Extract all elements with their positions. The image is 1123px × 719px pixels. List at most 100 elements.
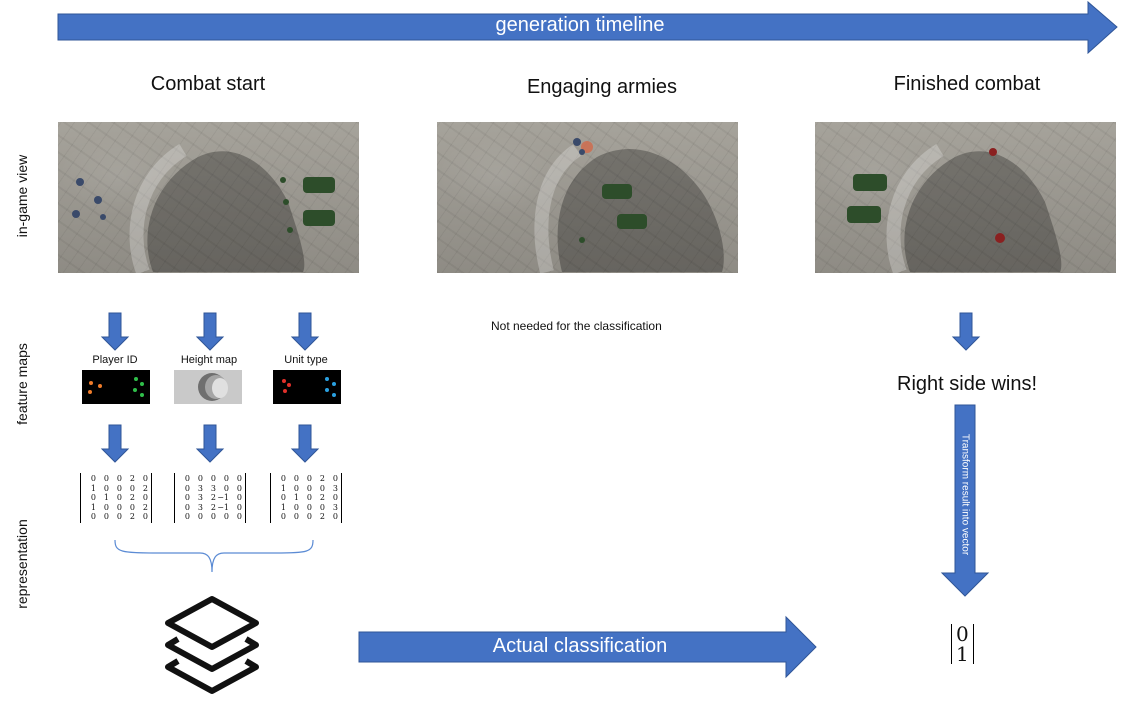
matrix-cell: 1: [280, 483, 286, 493]
timeline-arrow: [57, 0, 1118, 55]
feature-map-label-height-map: Height map: [180, 354, 238, 366]
matrix-cell: 0: [306, 474, 312, 483]
vector-element: 1: [956, 642, 969, 666]
layers-stack-icon: [165, 596, 259, 694]
matrix-cell: 2: [319, 474, 325, 483]
matrix-cell: 3: [210, 483, 216, 493]
matrix-cell: 0: [103, 512, 109, 521]
matrix-cell: 0: [236, 483, 242, 493]
matrix-cell: 0: [90, 493, 96, 502]
matrix-cell: 0: [306, 483, 312, 493]
matrix-cell: 0: [306, 512, 312, 521]
feature-map-label-player-id: Player ID: [92, 354, 138, 366]
matrix-cell: 0: [116, 493, 122, 502]
matrix-cell: 0: [90, 474, 96, 483]
height-map-feature-map: [174, 370, 242, 404]
matrix-cell: 0: [197, 512, 203, 521]
matrix-cell: 2: [319, 493, 325, 502]
matrix-cell: 1: [103, 493, 109, 502]
matrix-cell: 2: [129, 474, 135, 483]
matrix-cell: 1: [280, 502, 286, 512]
matrix-cell: 0: [142, 512, 148, 521]
matrix-cell: 0: [184, 493, 190, 502]
matrix-cell: 2: [129, 512, 135, 521]
scene-engaging-armies: [437, 122, 738, 273]
matrix-cell: 0: [332, 493, 338, 502]
matrix-cell: 1: [293, 493, 299, 502]
scene-combat-start: [58, 122, 359, 273]
scene-finished-combat: [815, 122, 1116, 273]
matrix-cell: 0: [210, 474, 216, 483]
vector-element: 0: [956, 622, 969, 646]
column-title-engaging-armies: Engaging armies: [526, 76, 678, 98]
result-text: Right side wins!: [897, 373, 1038, 395]
matrix-cell: 0: [103, 502, 109, 512]
matrix-cell: 0: [103, 474, 109, 483]
matrix-cell: 0: [319, 502, 325, 512]
result-vector: 0 1: [951, 624, 974, 664]
matrix-cell: 0: [103, 483, 109, 493]
matrix-cell: 0: [197, 474, 203, 483]
matrix-cell: −1: [217, 493, 229, 502]
matrix-cell: 0: [116, 483, 122, 493]
matrix-cell: 3: [197, 493, 203, 502]
timeline-label: generation timeline: [495, 14, 665, 36]
matrix-cell: 0: [332, 474, 338, 483]
matrix-cell: 0: [293, 512, 299, 521]
matrix-cell: 0: [236, 493, 242, 502]
matrix-cell: 0: [129, 483, 135, 493]
matrix-cell: 2: [210, 493, 216, 502]
matrix-cell: 0: [184, 512, 190, 521]
matrix-cell: 0: [116, 474, 122, 483]
matrix-cell: 0: [236, 502, 242, 512]
matrix-cell: 0: [236, 512, 242, 521]
matrix-cell: 3: [197, 502, 203, 512]
matrix-cell: 0: [236, 474, 242, 483]
matrix-cell: 0: [223, 474, 229, 483]
matrix-cell: 0: [116, 502, 122, 512]
matrix-cell: 2: [142, 502, 148, 512]
matrix-cell: 2: [210, 502, 216, 512]
matrix-cell: 0: [223, 483, 229, 493]
column-title-combat-start: Combat start: [150, 73, 266, 95]
transform-label: Transform result into vector: [959, 433, 971, 556]
matrix-cell: 0: [293, 474, 299, 483]
matrix-cell: 1: [90, 502, 96, 512]
matrix-cell: 2: [319, 512, 325, 521]
matrix-cell: 0: [280, 474, 286, 483]
matrix-cell: 0: [210, 512, 216, 521]
matrix-cell: 0: [293, 483, 299, 493]
matrix-cell: 0: [306, 493, 312, 502]
unit-type-feature-map: [273, 370, 341, 404]
matrix-cell: 0: [184, 474, 190, 483]
matrix-cell: 0: [142, 474, 148, 483]
column-title-finished-combat: Finished combat: [893, 73, 1041, 95]
matrix-cell: 0: [184, 483, 190, 493]
matrix-cell: 0: [293, 502, 299, 512]
not-needed-note: Not needed for the classification: [491, 319, 662, 333]
matrix-cell: 0: [223, 512, 229, 521]
matrix-cell: 0: [306, 502, 312, 512]
matrix-cell: −1: [217, 502, 229, 512]
matrix-cell: 0: [116, 512, 122, 521]
matrix-cell: 3: [332, 483, 338, 493]
matrix-cell: 2: [129, 493, 135, 502]
matrix-cell: 3: [332, 502, 338, 512]
matrix-cell: 3: [197, 483, 203, 493]
